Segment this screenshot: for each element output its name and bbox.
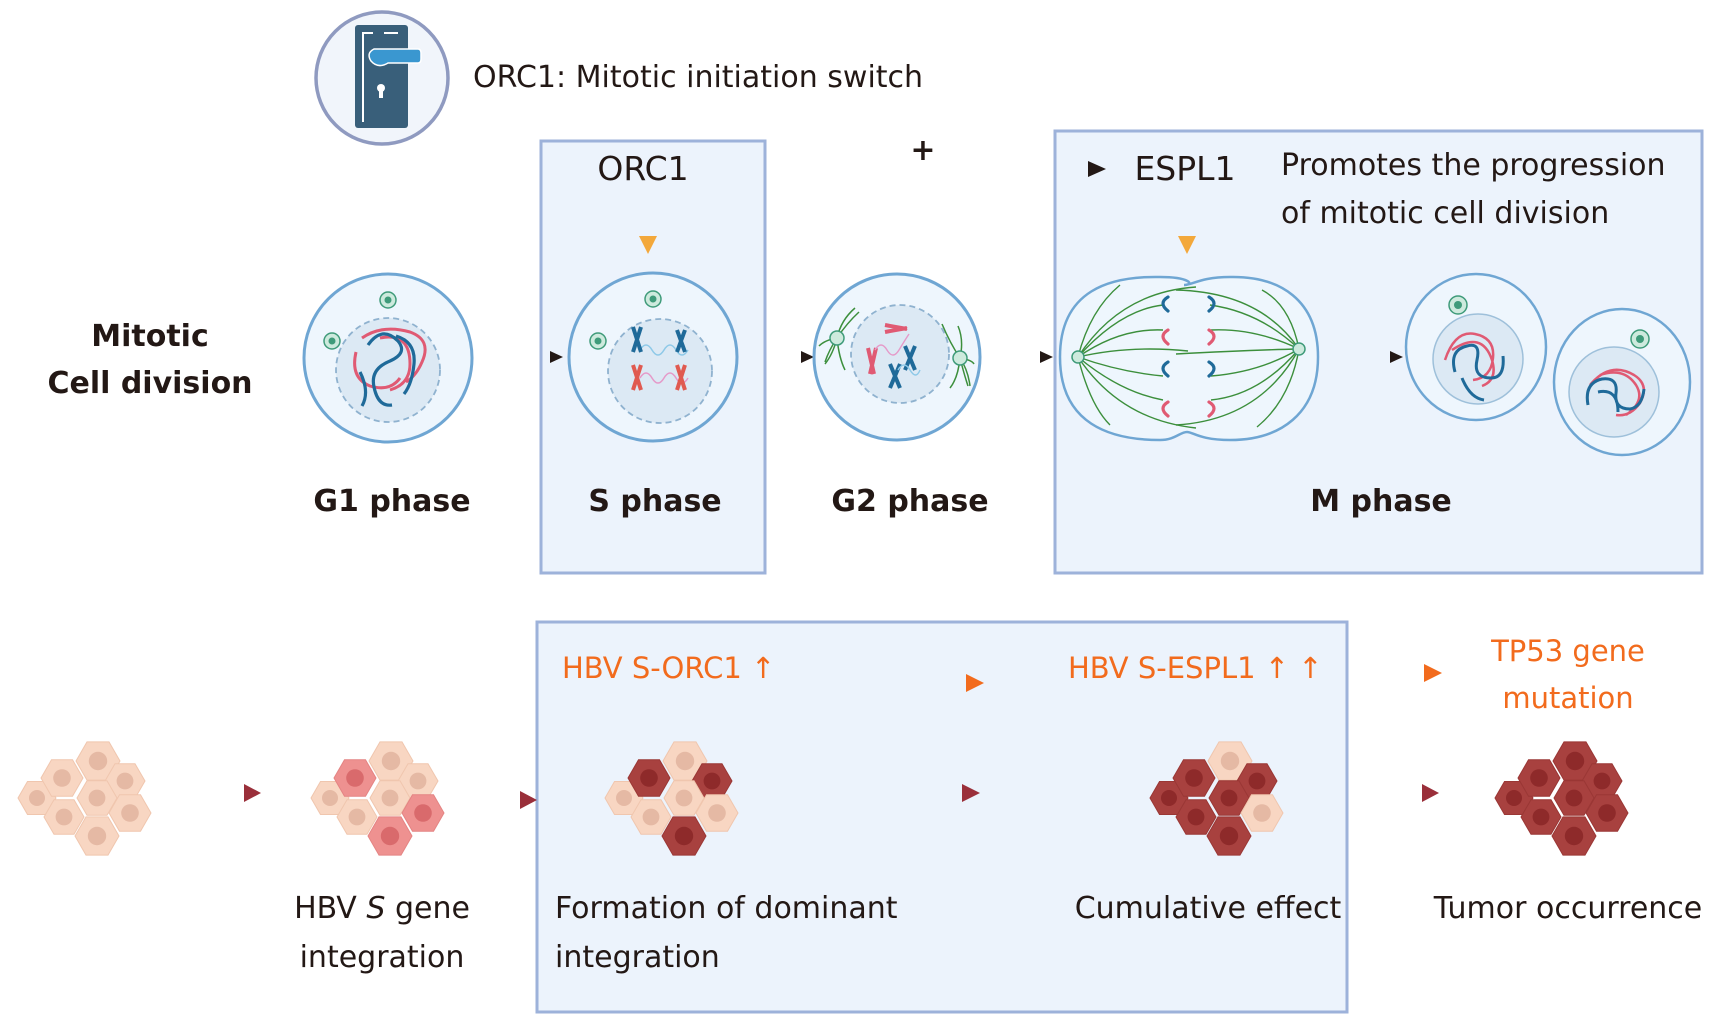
- centrosome-icon: [1630, 329, 1650, 349]
- centrosome-icon: [379, 291, 397, 309]
- anaphase-cell: [1058, 275, 1320, 442]
- g1-to-s-arrow: [480, 351, 563, 363]
- row-label-line2: Cell division: [47, 366, 252, 401]
- hepatocyte-nucleus: [1564, 826, 1584, 846]
- g2-to-m-arrow: [975, 351, 1053, 363]
- espl1-down-arrow: [1178, 200, 1196, 254]
- hepatocyte-nucleus: [674, 826, 694, 846]
- hepatocyte-nucleus: [1532, 808, 1550, 826]
- hepatocyte-nucleus: [616, 790, 632, 806]
- stage-label-dominant-line1: Formation of dominant: [555, 891, 898, 926]
- g1-cell: [302, 272, 474, 444]
- centrosome-icon: [644, 290, 662, 308]
- s-phase-cell: [567, 271, 739, 443]
- hepatocyte-nucleus: [380, 826, 400, 846]
- marker-hbv-s-orc1: HBV S-ORC1 ↑: [562, 651, 775, 685]
- hepatocyte-nucleus: [414, 804, 432, 822]
- s-to-g2-arrow: [738, 351, 814, 363]
- hepatocyte-nucleus: [346, 769, 364, 787]
- door-lock-switch-icon: [314, 10, 450, 146]
- phase-label-s: S phase: [588, 484, 721, 519]
- stage-arrow-3: [895, 784, 980, 802]
- hepatocyte-nucleus: [1565, 789, 1583, 807]
- g2-phase-cell: [812, 272, 982, 442]
- centrosome-icon: [589, 332, 607, 350]
- hepatocyte-nucleus: [381, 789, 399, 807]
- hepatocyte-nucleus: [1530, 769, 1548, 787]
- espl1-description-line2: of mitotic cell division: [1281, 196, 1609, 231]
- hepatocyte-nucleus: [88, 789, 106, 807]
- espl1-to-tp53-marker-arrow: [1353, 664, 1442, 682]
- hepatocyte-nucleus: [1185, 769, 1203, 787]
- marker-tp53-line1: TP53 gene: [1490, 634, 1645, 668]
- hepatocyte-nucleus: [1248, 772, 1266, 790]
- hepatocyte-nucleus: [1161, 790, 1177, 806]
- legend-label: ORC1: Mitotic initiation switch: [473, 60, 923, 95]
- hepatocyte-nucleus: [708, 804, 726, 822]
- stage-label-integration-line1: HBV S gene: [294, 891, 470, 926]
- stage-label-integration-line2: integration: [300, 940, 465, 975]
- hepatocyte-nucleus: [1506, 790, 1522, 806]
- orc1-to-espl1-marker-arrow: [895, 674, 984, 692]
- stage-label-dominant-line2: integration: [555, 940, 720, 975]
- hepatocyte-nucleus: [53, 769, 71, 787]
- stage-arrow-4: [1356, 784, 1439, 802]
- orc1-to-espl1-arrow: [762, 161, 1106, 177]
- spindle-pole-icon: [941, 323, 975, 389]
- espl1-label: ESPL1: [1134, 149, 1235, 188]
- telophase-to-daughters-arrow: [1322, 351, 1403, 363]
- hepatocyte-nucleus: [675, 789, 693, 807]
- hepatocyte-cluster-cumulative: [1149, 741, 1284, 856]
- hepatocyte-nucleus: [1187, 808, 1205, 826]
- stage-label-tumor: Tumor occurrence: [1433, 891, 1703, 926]
- hepatocyte-nucleus: [1220, 789, 1238, 807]
- hepatocyte-nucleus: [121, 804, 139, 822]
- hepatocyte-nucleus: [55, 808, 73, 826]
- hepatocyte-nucleus: [88, 751, 108, 771]
- daughter-cell-2: [1552, 307, 1692, 457]
- hepatocyte-nucleus: [703, 772, 721, 790]
- hepatocyte-nucleus: [29, 790, 45, 806]
- hepatocyte-nucleus: [1220, 751, 1240, 771]
- hepatocyte-nucleus: [1593, 772, 1611, 790]
- stage-label-cumulative: Cumulative effect: [1075, 891, 1342, 926]
- hepatocyte-nucleus: [675, 751, 695, 771]
- hepatocyte-cluster-tumor: [1494, 741, 1629, 856]
- phase-label-g1: G1 phase: [313, 484, 470, 519]
- orc1-label: ORC1: [597, 149, 688, 188]
- hepatocyte-nucleus: [87, 826, 107, 846]
- orc1-down-arrow: [639, 197, 657, 254]
- hepatocyte-cluster-integration: [310, 741, 445, 856]
- daughter-cell-1: [1404, 272, 1548, 422]
- marker-tp53-line2: mutation: [1502, 681, 1633, 715]
- plus-sign: +: [910, 133, 935, 168]
- spindle-pole-icon: [818, 307, 860, 371]
- hepatocyte-nucleus: [640, 769, 658, 787]
- hepatocyte-nucleus: [381, 751, 401, 771]
- hepatocyte-nucleus: [1219, 826, 1239, 846]
- hepatocyte-nucleus: [1598, 804, 1616, 822]
- phase-label-m: M phase: [1310, 484, 1452, 519]
- hepatocyte-nucleus: [1253, 804, 1271, 822]
- hepatocyte-cluster-dominant: [604, 741, 739, 856]
- stage-arrow-2: [452, 791, 537, 809]
- hepatocyte-nucleus: [409, 772, 427, 790]
- hepatocyte-nucleus: [1565, 751, 1585, 771]
- phase-label-g2: G2 phase: [831, 484, 988, 519]
- centrosome-icon: [1448, 295, 1468, 315]
- hepatocyte-nucleus: [348, 808, 366, 826]
- row-label-line1: Mitotic: [91, 319, 209, 354]
- hepatocyte-nucleus: [116, 772, 134, 790]
- stage-arrow-1: [177, 784, 261, 802]
- hepatocyte-nucleus: [642, 808, 660, 826]
- espl1-description-line1: Promotes the progression: [1281, 148, 1666, 183]
- hepatocyte-cluster-normal: [17, 741, 152, 856]
- marker-hbv-s-espl1: HBV S-ESPL1 ↑ ↑: [1068, 651, 1323, 685]
- centrosome-icon: [323, 332, 341, 350]
- hepatocyte-nucleus: [322, 790, 338, 806]
